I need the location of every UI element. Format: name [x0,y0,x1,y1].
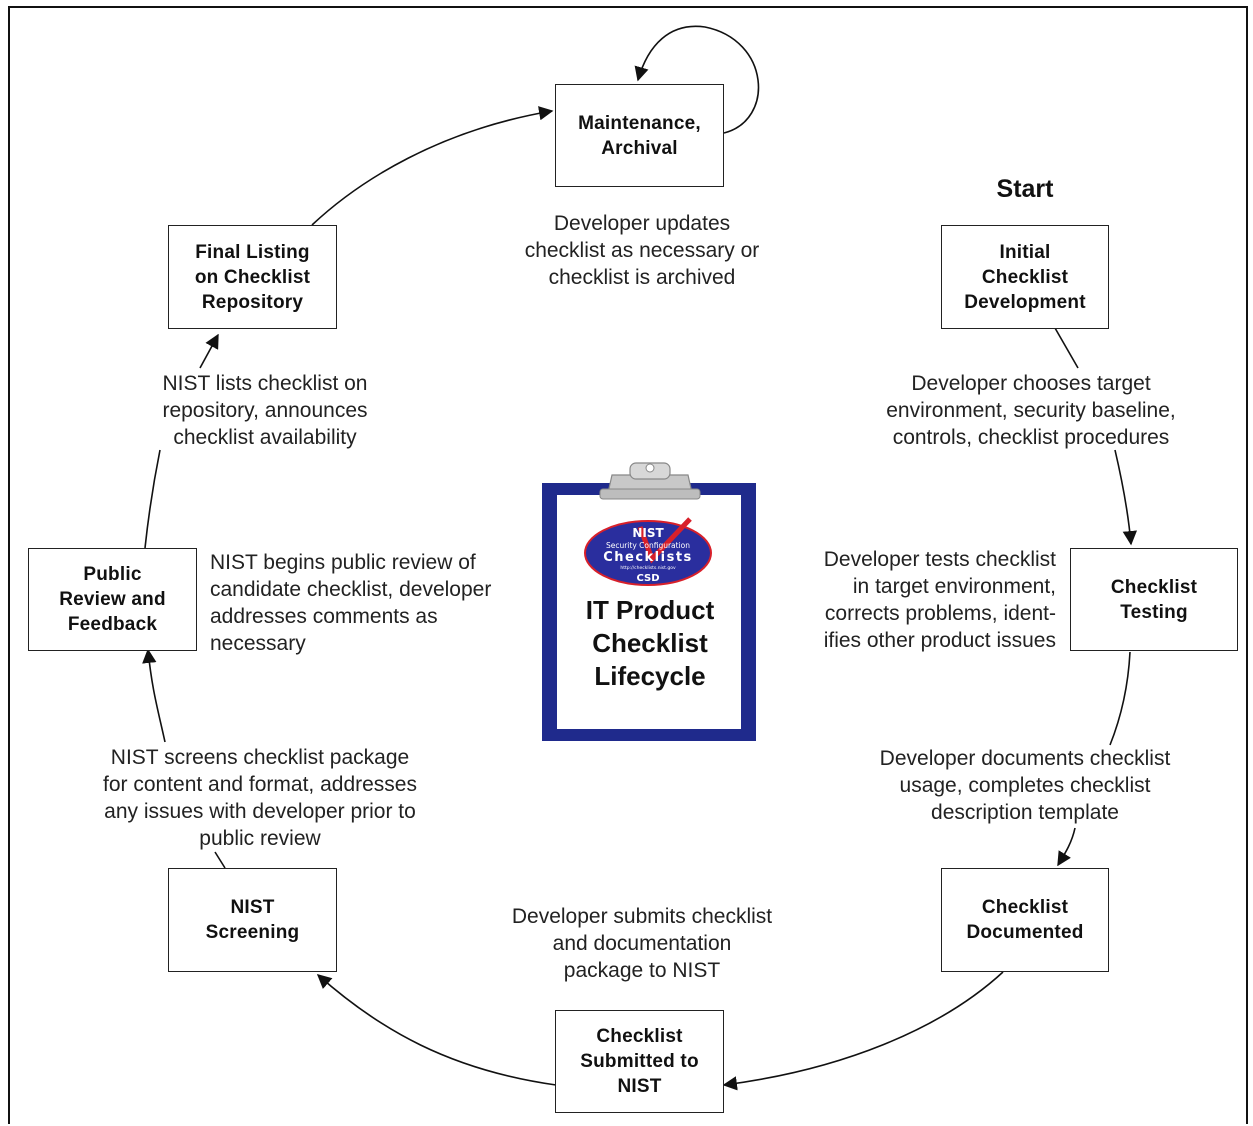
arrow-to-final [199,333,219,369]
desc-public: NIST begins public review of candidate c… [210,551,492,655]
center-title: IT Product Checklist Lifecycle [585,595,715,691]
diagram-frame [8,6,1248,1124]
arrow-to-maintenance [311,106,554,226]
desc-maintenance: Developer updates checklist as necessary… [524,212,760,289]
connector-public-to-desc [144,449,161,549]
box-initial-checklist-development: Initial Checklist Development [941,225,1109,329]
box-submitted-label: Checklist Submitted to NIST [580,1026,699,1097]
arrow-to-testing [1114,449,1138,546]
box-screening-label: NIST Screening [205,897,300,943]
clipboard-illustration: NIST Security Configuration Checklists h… [542,462,756,741]
box-maintenance-archival: Maintenance, Archival [555,84,724,187]
connector-testing-to-desc [1109,651,1131,746]
arrow-to-submitted [722,971,1004,1091]
logo-bottom-text: CSD [636,573,659,584]
box-checklist-documented: Checklist Documented [941,868,1109,972]
logo-top-text: NIST [632,526,664,540]
nist-checklists-logo: NIST Security Configuration Checklists h… [584,517,712,586]
box-checklist-submitted: Checklist Submitted to NIST [555,1010,724,1113]
connector-initial-to-desc [1054,327,1079,369]
arrow-maintenance-self-loop [634,25,760,134]
desc-screening: NIST screens checklist package for conte… [102,746,417,850]
box-checklist-testing: Checklist Testing [1070,548,1238,651]
logo-main-text: Checklists [603,550,693,565]
arrow-to-documented [1057,827,1076,867]
connector-screening-to-desc [214,851,226,869]
logo-url-text: http://checklists.nist.gov [620,565,676,571]
box-testing-label: Checklist Testing [1110,576,1198,623]
arrow-to-public [142,648,166,743]
box-public-label: Public Review and Feedback [59,564,166,635]
start-label: Start [996,175,1054,203]
desc-initial: Developer chooses target environment, se… [886,372,1176,449]
desc-documented: Developer documents checklist usage, com… [879,747,1171,824]
desc-testing: Developer tests checklist in target envi… [823,548,1056,652]
box-maintenance-label: Maintenance, Archival [578,112,701,159]
desc-final: NIST lists checklist on repository, anno… [162,372,368,449]
box-documented-label: Checklist Documented [966,897,1084,943]
box-final-listing: Final Listing on Checklist Repository [168,225,337,329]
logo-sub-text: Security Configuration [606,541,690,550]
box-final-label: Final Listing on Checklist Repository [194,241,311,313]
desc-submitted: Developer submits checklist and document… [511,905,773,982]
arrow-to-screening [316,974,557,1086]
box-nist-screening: NIST Screening [168,868,337,972]
box-initial-label: Initial Checklist Development [964,241,1086,313]
box-public-review: Public Review and Feedback [28,548,197,651]
